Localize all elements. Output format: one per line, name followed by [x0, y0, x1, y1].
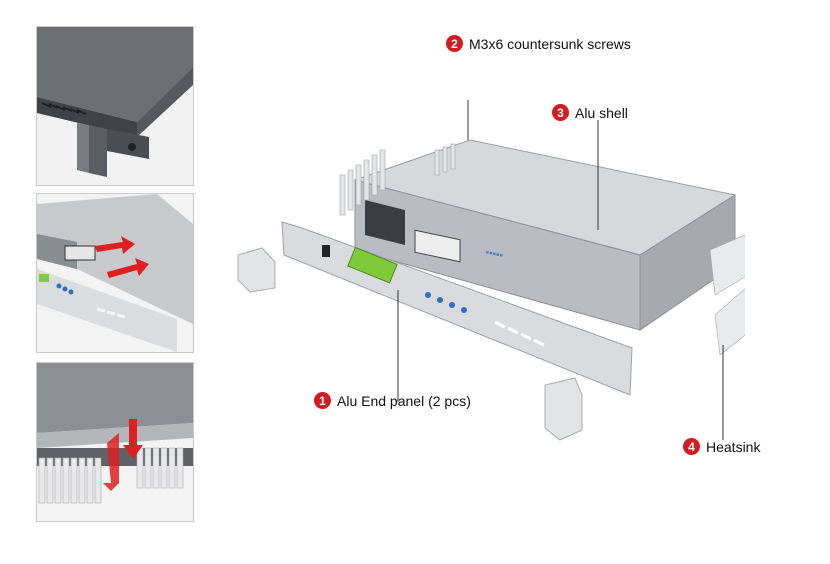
detail-thumbnail-shell-assembly — [36, 193, 194, 353]
callout-number-badge: 1 — [314, 392, 331, 409]
callout-screws: 2 M3x6 countersunk screws — [446, 35, 631, 52]
detail-thumbnail-rack-ear — [36, 26, 194, 186]
rack-ear-detail-image — [37, 27, 193, 185]
rack-ear-left — [237, 247, 276, 293]
heatsink-detail-image — [37, 363, 193, 521]
callout-end-panel: 1 Alu End panel (2 pcs) — [314, 392, 471, 409]
callout-label: Alu shell — [575, 104, 628, 121]
detail-thumbnail-heatsink — [36, 362, 194, 522]
callout-number-badge: 2 — [446, 35, 463, 52]
svg-text:▪▪▪▪▪: ▪▪▪▪▪ — [484, 247, 504, 262]
callout-label: M3x6 countersunk screws — [469, 35, 631, 52]
shell-assembly-detail-image — [37, 194, 193, 352]
callout-label: Heatsink — [706, 438, 761, 455]
heatsink-parts — [709, 234, 745, 356]
rack-ear-right — [544, 377, 583, 441]
callout-number-badge: 4 — [683, 438, 700, 455]
callout-heatsink: 4 Heatsink — [683, 438, 760, 455]
callout-number-badge: 3 — [552, 104, 569, 121]
heatsink-fins-rear — [339, 143, 456, 216]
callout-shell: 3 Alu shell — [552, 104, 628, 121]
callout-label: Alu End panel (2 pcs) — [337, 392, 471, 409]
exploded-assembly-illustration: ▪▪▪▪▪ — [237, 100, 745, 441]
